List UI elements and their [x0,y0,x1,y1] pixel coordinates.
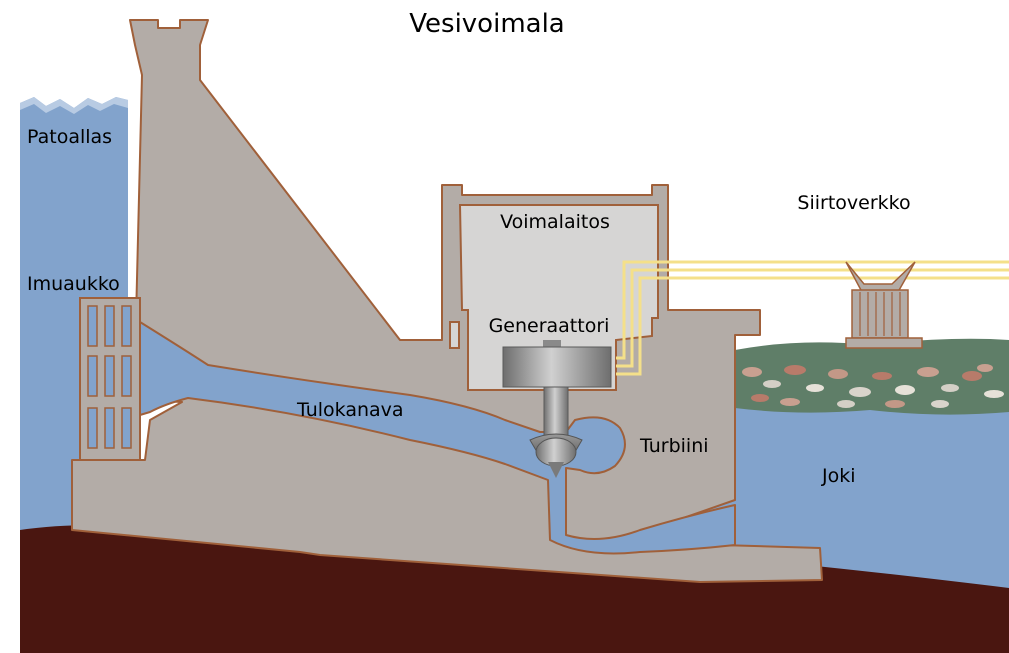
penstock-channel [139,321,736,555]
river-bank [735,338,1009,415]
label-turbine: Turbiini [639,435,709,457]
label-intake: Imuaukko [27,273,120,295]
power-lines [616,260,1009,376]
label-powerhouse: Voimalaitos [500,211,610,233]
generator [502,340,612,438]
dam-body [71,19,823,583]
reservoir-waves [20,97,128,114]
pebbles [742,364,1004,408]
label-river: Joki [821,465,856,487]
river-water [700,400,1009,590]
powerhouse-window [449,321,460,349]
label-grid: Siirtoverkko [797,192,910,214]
label-penstock: Tulokanava [296,399,404,421]
ground [20,525,1009,653]
diagram-title: Vesivoimala [409,9,564,39]
label-reservoir: Patoallas [27,126,112,148]
powerhouse-interior [458,204,659,391]
label-generator: Generaattori [489,315,610,337]
intake-grate [79,297,141,461]
turbine [529,433,583,478]
transformer [845,261,923,349]
